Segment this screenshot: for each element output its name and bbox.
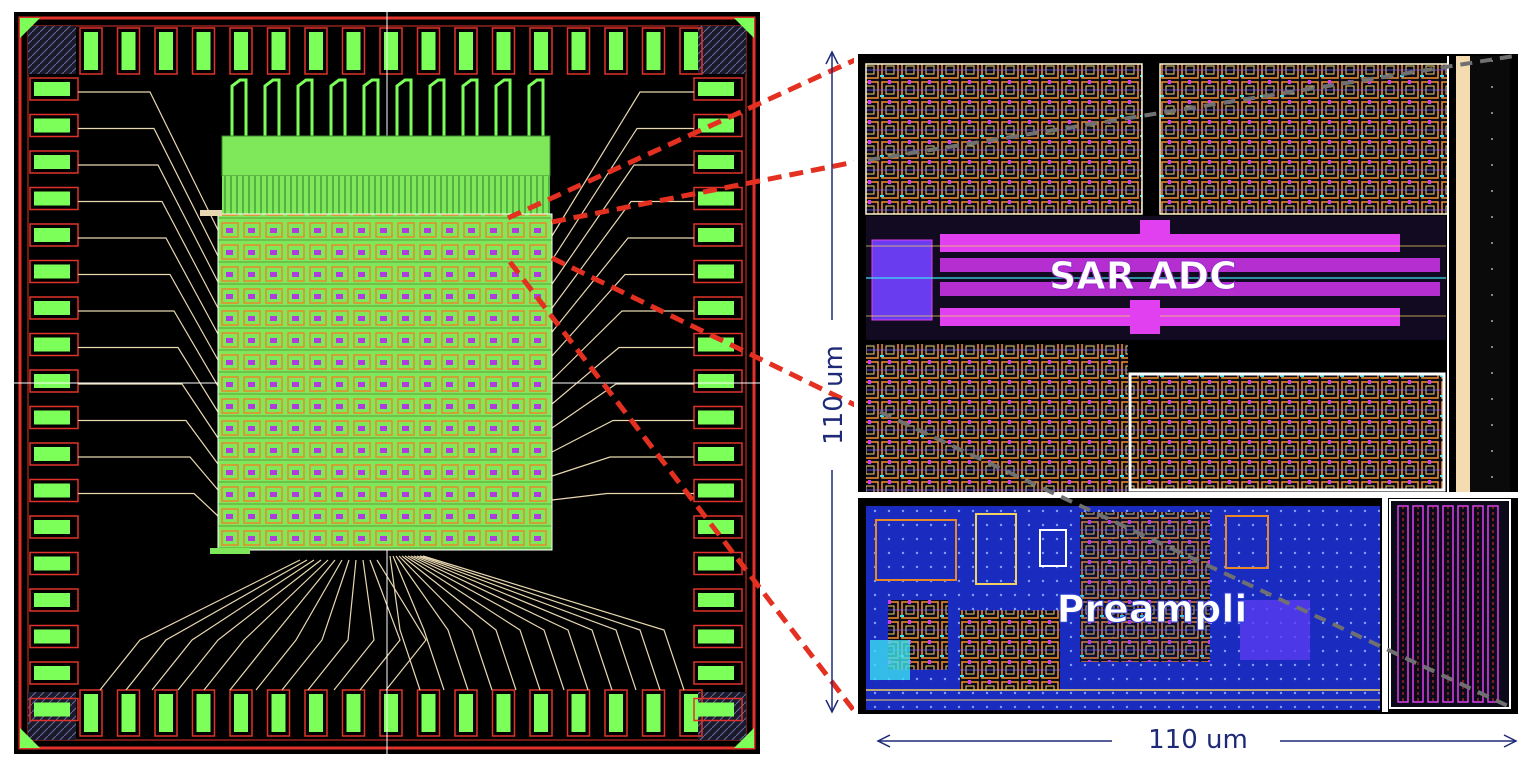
- io-pad-left: [29, 150, 79, 174]
- zoom-callout: [506, 57, 857, 714]
- io-pad-top: [116, 27, 141, 75]
- io-pad-left: [29, 661, 79, 685]
- io-pad-ring: [29, 27, 743, 737]
- io-pad-top: [154, 27, 178, 75]
- vertical-dimension-label: 110 um: [819, 345, 849, 445]
- preampli-label: Preampli: [1057, 587, 1248, 631]
- column-bus: [230, 78, 545, 138]
- sar-adc-block: [866, 216, 1446, 340]
- io-pad-top: [566, 27, 591, 75]
- io-pad-left: [29, 405, 79, 430]
- corner-cell-tr: [698, 26, 746, 74]
- io-pad-top: [79, 27, 103, 75]
- io-pad-left: [29, 186, 79, 211]
- io-pad-right: [693, 588, 743, 612]
- bus-wire: [362, 78, 380, 138]
- bus-wire: [428, 78, 446, 138]
- io-pad-left: [29, 624, 79, 649]
- horizontal-dimension-label: 110 um: [1148, 725, 1248, 755]
- left-chip-layout: [14, 12, 760, 754]
- bus-wire: [527, 78, 545, 138]
- io-pad-right: [693, 186, 743, 211]
- io-pad-left: [29, 113, 79, 138]
- io-pad-left: [29, 77, 79, 101]
- io-pad-bottom: [604, 689, 628, 737]
- io-pad-left: [29, 259, 79, 284]
- io-pad-left: [29, 223, 79, 247]
- io-pad-top: [641, 27, 666, 75]
- io-pad-bottom: [454, 689, 478, 737]
- corner-cell-tl: [28, 26, 76, 74]
- bus-wire: [329, 78, 347, 138]
- vertical-dimension: [825, 50, 839, 714]
- sar-adc-label: SAR ADC: [1049, 254, 1237, 298]
- horizontal-dimension: [876, 734, 1518, 748]
- io-pad-right: [693, 442, 743, 466]
- io-pad-top: [491, 27, 516, 75]
- io-pad-bottom: [266, 689, 291, 737]
- io-pad-bottom: [154, 689, 178, 737]
- digital-block-top-left: [866, 64, 1142, 214]
- io-pad-bottom: [79, 689, 103, 737]
- io-pad-right: [693, 296, 743, 320]
- io-pad-top: [416, 27, 441, 75]
- bus-wire: [494, 78, 512, 138]
- io-pad-right: [693, 478, 743, 503]
- io-pad-bottom: [304, 689, 328, 737]
- io-pad-bottom: [341, 689, 366, 737]
- io-pad-right: [693, 661, 743, 685]
- io-pad-right: [693, 332, 743, 357]
- io-pad-left: [29, 697, 79, 722]
- io-pad-bottom: [229, 689, 253, 737]
- io-pad-bottom: [529, 689, 553, 737]
- bus-wire: [395, 78, 413, 138]
- digital-block-top-right: [1160, 64, 1448, 214]
- io-pad-top: [454, 27, 478, 75]
- io-pad-top: [229, 27, 253, 75]
- io-pad-right: [693, 697, 743, 722]
- io-pad-top: [191, 27, 216, 75]
- discriminator-block: [1389, 499, 1511, 709]
- io-pad-right: [693, 624, 743, 649]
- pad-routing: [78, 91, 694, 691]
- io-pad-top: [266, 27, 291, 75]
- io-pad-left: [29, 551, 79, 576]
- io-pad-left: [29, 369, 79, 393]
- io-pad-right: [693, 77, 743, 101]
- io-pad-bottom: [116, 689, 141, 737]
- io-pad-bottom: [416, 689, 441, 737]
- bus-wire: [461, 78, 479, 138]
- right-pixel-layout: [854, 50, 1522, 718]
- io-pad-right: [693, 405, 743, 430]
- io-pad-right: [693, 369, 743, 393]
- io-pad-right: [693, 223, 743, 247]
- io-pad-top: [529, 27, 553, 75]
- io-pad-top: [679, 27, 703, 75]
- io-pad-bottom: [491, 689, 516, 737]
- digital-block-mid-left: [866, 344, 1128, 492]
- bus-wire: [230, 78, 248, 138]
- io-pad-left: [29, 478, 79, 503]
- io-pad-right: [693, 259, 743, 284]
- io-pad-bottom: [191, 689, 216, 737]
- preamplifier-block: [866, 506, 1380, 710]
- io-pad-left: [29, 515, 79, 539]
- io-pad-bottom: [566, 689, 591, 737]
- io-pad-top: [604, 27, 628, 75]
- io-pad-left: [29, 442, 79, 466]
- io-pad-right: [693, 150, 743, 174]
- bus-wire: [263, 78, 281, 138]
- io-pad-top: [341, 27, 366, 75]
- io-pad-bottom: [641, 689, 666, 737]
- pixel-matrix: [217, 213, 553, 551]
- io-pad-left: [29, 588, 79, 612]
- digital-block-mid-right: [1130, 374, 1444, 490]
- io-pad-left: [29, 296, 79, 320]
- io-pad-left: [29, 332, 79, 357]
- io-pad-top: [304, 27, 328, 75]
- bus-wire: [296, 78, 314, 138]
